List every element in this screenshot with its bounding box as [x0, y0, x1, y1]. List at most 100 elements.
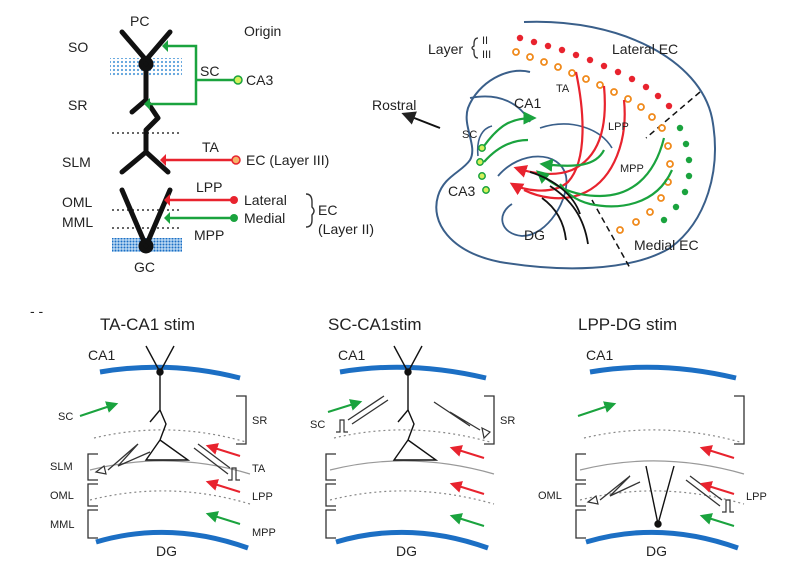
dg-outline	[497, 155, 568, 237]
oml-bracket	[87, 483, 98, 507]
rostral-arrow	[401, 111, 441, 129]
layer-label-sr: SR	[68, 97, 87, 113]
ca3-origin-label: CA3	[246, 72, 273, 88]
mml-label: MML	[50, 519, 74, 531]
stim-pulse-icon	[722, 499, 734, 513]
oml-bracket	[325, 483, 336, 507]
sr-label: SR	[500, 415, 515, 427]
layer-label-so: SO	[68, 39, 88, 55]
ec-divider-upper	[645, 91, 701, 139]
ca1-neuron	[144, 345, 191, 461]
mpp-fibers	[535, 137, 674, 208]
ca1-cell-layer	[589, 364, 737, 381]
layer-legend-label: Layer	[428, 41, 463, 57]
mml-bracket	[87, 509, 98, 539]
ta-pathway	[160, 154, 241, 166]
dg-label: DG	[156, 543, 177, 559]
ec-layer-ii-dots	[516, 34, 693, 224]
pyramidal-cell	[119, 29, 173, 175]
slm-bracket	[87, 453, 98, 481]
origin-label: Origin	[244, 23, 281, 39]
sc-fiber-label: SC	[462, 129, 477, 141]
panel-c1-title: TA-CA1 stim	[100, 315, 195, 334]
stimulation-electrode	[193, 443, 231, 475]
ca1-label: CA1	[88, 347, 115, 363]
lpp-arrow	[449, 481, 485, 495]
stim-pulse-icon	[336, 419, 348, 433]
mpp-arrow	[699, 513, 735, 527]
lateral-ec-label: Lateral EC	[612, 41, 678, 57]
layer-label-mml: MML	[62, 214, 93, 230]
sc-label: SC	[310, 419, 325, 431]
oml-boundary	[579, 490, 745, 505]
panel-c2-title: SC-CA1stim	[328, 315, 422, 334]
panel-c-sc-ca1-stim: SC-CA1stim CA1 DG SC SR	[310, 315, 515, 559]
ca1-label: CA1	[586, 347, 613, 363]
sr-boundary	[333, 429, 491, 443]
slm-label: SLM	[50, 461, 73, 473]
ca1-label: CA1	[338, 347, 365, 363]
recording-electrode	[107, 443, 151, 471]
panel-a-laminar-schematic: SO SR SLM OML MML PC GC	[62, 13, 374, 275]
dg-fibers	[529, 171, 589, 245]
sc-label: SC	[58, 411, 73, 423]
lpp-pathway	[164, 194, 238, 206]
mml-bracket	[325, 509, 336, 539]
slice-outline	[435, 20, 716, 270]
medial-label: Medial	[244, 210, 285, 226]
sc-pathway	[144, 40, 243, 110]
medial-ec-label: Medial EC	[634, 237, 699, 253]
recording-electrode	[433, 401, 481, 431]
sc-fibers	[483, 111, 537, 163]
ec-label: EC	[318, 202, 337, 218]
ta-arrow	[205, 443, 241, 457]
ec-layer3-label: EC (Layer III)	[246, 152, 329, 168]
lpp-arrow	[699, 481, 735, 495]
sr-bracket	[484, 395, 495, 445]
ta-arrow	[699, 445, 735, 459]
granule-cell-label: GC	[134, 259, 155, 275]
oml-boundary	[89, 490, 251, 505]
layer-legend-bracket	[471, 37, 479, 59]
slm-boundary	[579, 460, 745, 475]
mpp-fiber-label: MPP	[620, 163, 644, 175]
ca1-label: CA1	[514, 95, 541, 111]
lpp-label: LPP	[746, 491, 767, 503]
ta-arrow	[449, 445, 485, 459]
panel-b-hippocampal-slice: Layer II III Lateral EC Medial EC Rostra…	[372, 20, 716, 270]
dg-cell-layer	[95, 529, 249, 551]
sr-boundary	[93, 429, 247, 443]
dg-label: DG	[646, 543, 667, 559]
granule-cell	[645, 465, 675, 528]
ec-layer-iii-dots	[512, 48, 674, 234]
oml-label: OML	[538, 490, 562, 502]
ca3-label: CA3	[448, 183, 475, 199]
panel-c-lpp-dg-stim: LPP-DG stim CA1 DG OML LPP	[538, 315, 767, 559]
sr-boundary	[583, 429, 741, 443]
rostral-label: Rostral	[372, 97, 416, 113]
dg-cell-layer	[335, 529, 489, 551]
mpp-label: MPP	[194, 227, 224, 243]
ca3-cells	[476, 144, 490, 194]
dg-cell-layer	[585, 529, 739, 551]
mpp-label: MPP	[252, 527, 276, 539]
oml-boundary	[329, 490, 495, 505]
dash-mark: - -	[30, 303, 44, 319]
panel-c-ta-ca1-stim: TA-CA1 stim CA1 DG SC SR SLM OML MML	[50, 315, 276, 559]
stim-pulse-icon	[228, 467, 240, 481]
ec-divider-lower	[591, 199, 631, 269]
stimulation-electrode	[685, 475, 723, 507]
layer-ii-label: II	[482, 35, 488, 47]
layer-label-oml: OML	[62, 194, 93, 210]
ta-label: TA	[252, 463, 266, 475]
recording-tip	[586, 494, 599, 505]
mpp-arrow	[449, 513, 485, 527]
pyramidal-cell-label: PC	[130, 13, 149, 29]
dg-label: DG	[396, 543, 417, 559]
layer-label-slm: SLM	[62, 154, 91, 170]
sr-label: SR	[252, 415, 267, 427]
lpp-label: LPP	[196, 179, 222, 195]
oml-bracket	[575, 483, 586, 507]
granule-cell	[119, 187, 173, 254]
